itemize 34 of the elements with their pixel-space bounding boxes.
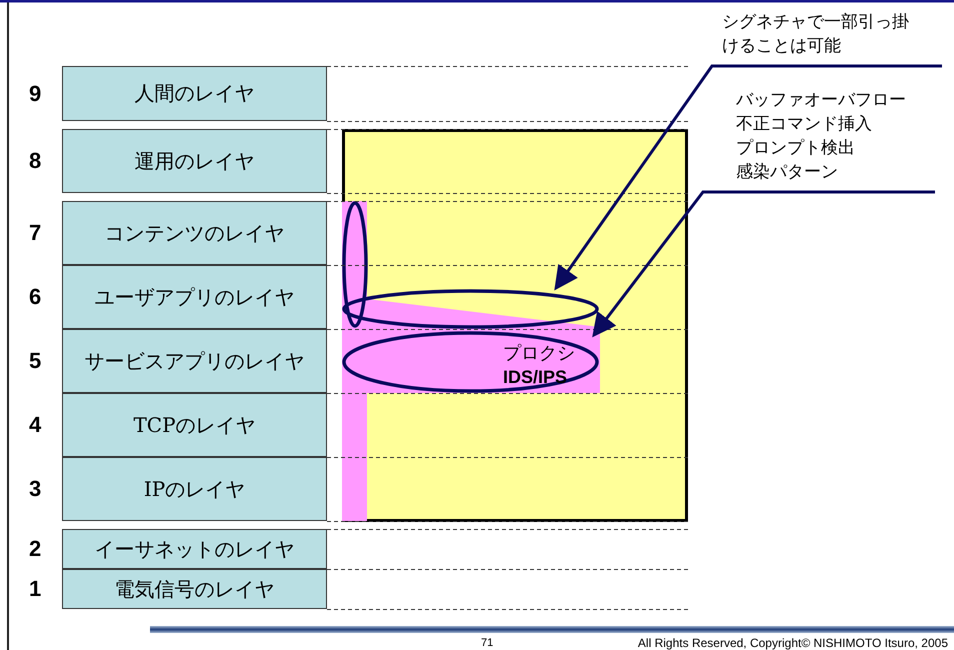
highlight-area: [342, 201, 600, 521]
layer-number: 9: [29, 80, 42, 106]
layer-label: 電気信号のレイヤ: [114, 576, 274, 602]
layer-number: 5: [29, 348, 42, 374]
ellipse-outline: [342, 331, 599, 393]
scope-box: [342, 129, 688, 522]
layer-label: イーサネットのレイヤ: [94, 536, 294, 562]
layer-number: 6: [29, 284, 42, 310]
note-text: 不正コマンド挿入: [736, 113, 873, 136]
layer-label: ユーザアプリのレイヤ: [94, 284, 294, 310]
layer-number: 4: [29, 412, 42, 438]
layer-label: サービスアプリのレイヤ: [84, 348, 304, 374]
ellipse-outline: [342, 201, 368, 328]
layer-number: 2: [29, 536, 42, 562]
note-text: プロンプト検出: [736, 137, 856, 160]
layer-label: IPのレイヤ: [144, 476, 246, 502]
layer-number: 1: [29, 576, 42, 602]
layer-label: 人間のレイヤ: [134, 80, 254, 107]
leader-arrow: [592, 190, 935, 338]
note-text: シグネチャで一部引っ掛けることは可能: [722, 11, 910, 58]
layer-number: 3: [29, 476, 42, 502]
copyright-text: All Rights Reserved, Copyright© NISHIMOTO Itsuro, 2005: [638, 636, 948, 650]
area-label: IDS/IPS: [503, 367, 568, 388]
layer-label: TCPのレイヤ: [133, 412, 256, 438]
layer-label: コンテンツのレイヤ: [104, 220, 284, 246]
note-text: 感染パターン: [736, 161, 839, 184]
ellipse-outline: [342, 289, 599, 329]
layer-number: 7: [29, 220, 42, 246]
layer-number: 8: [29, 148, 42, 174]
page-number: 71: [481, 637, 494, 649]
area-label: プロクシ: [503, 342, 575, 365]
leader-arrow: [554, 64, 942, 290]
note-text: バッファオーバフロー: [736, 89, 907, 112]
layer-label: 運用のレイヤ: [134, 148, 254, 174]
